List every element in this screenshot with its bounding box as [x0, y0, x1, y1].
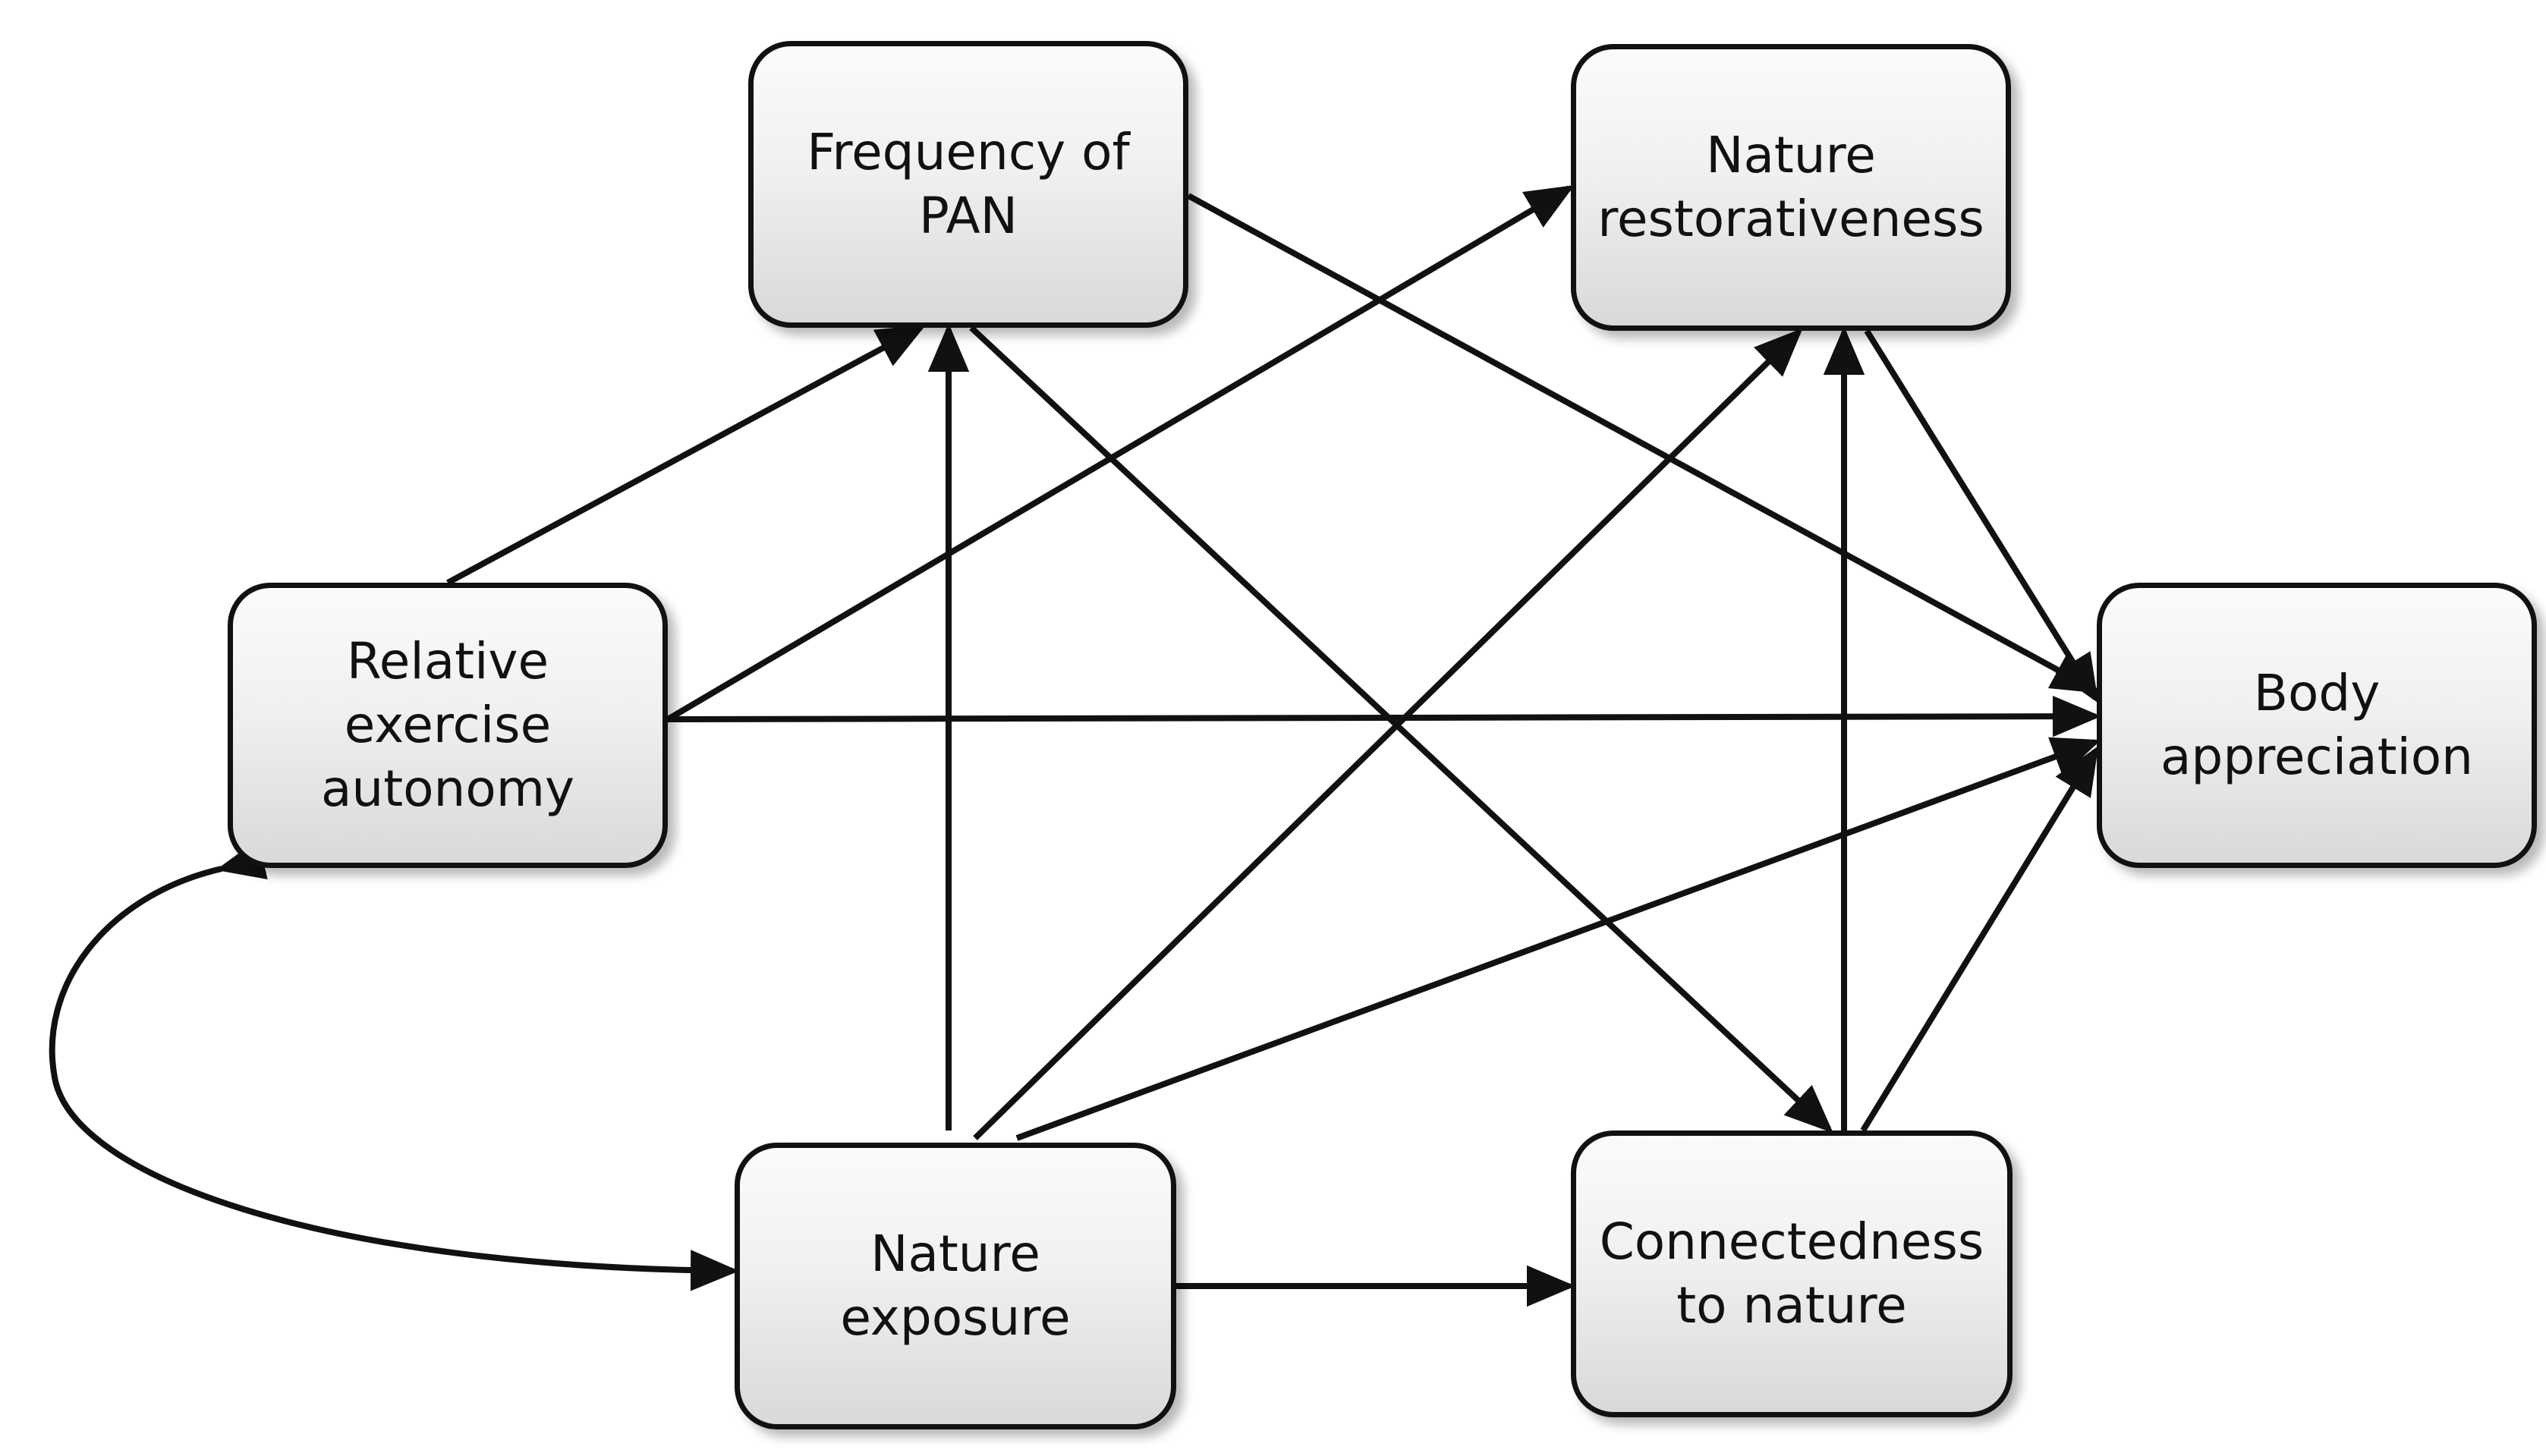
node-label: Frequency of PAN: [807, 123, 1130, 245]
arrow-restorativeness-to-body: [1864, 329, 2099, 703]
covariance-autonomy-exposure: [49, 838, 739, 1291]
arrow-frequency-to-body: [1187, 193, 2101, 693]
node-label: Nature exposure: [840, 1225, 1071, 1347]
node-label: Body appreciation: [2160, 664, 2474, 786]
node-relative-exercise-autonomy: Relative exercise autonomy: [228, 583, 668, 868]
arrow-frequency-to-connectedness: [969, 325, 1833, 1134]
node-nature-restorativeness: Nature restorativeness: [1571, 44, 2011, 331]
arrow-exposure-to-restorativeness: [973, 328, 1803, 1140]
node-nature-exposure: Nature exposure: [735, 1143, 1176, 1429]
node-label: Connectedness to nature: [1599, 1212, 1984, 1335]
arrow-autonomy-to-body: [667, 695, 2101, 737]
node-label: Nature restorativeness: [1597, 126, 1984, 248]
arrow-connectedness-to-body: [1860, 746, 2099, 1133]
node-body-appreciation: Body appreciation: [2097, 583, 2537, 868]
arrow-autonomy-to-restorativeness: [666, 184, 1575, 722]
arrow-autonomy-to-frequency: [446, 325, 927, 586]
node-connectedness-to-nature: Connectedness to nature: [1571, 1131, 2013, 1417]
arrow-exposure-to-body: [1015, 737, 2101, 1141]
node-label: Relative exercise autonomy: [320, 632, 575, 818]
node-frequency-of-pan: Frequency of PAN: [748, 41, 1188, 328]
